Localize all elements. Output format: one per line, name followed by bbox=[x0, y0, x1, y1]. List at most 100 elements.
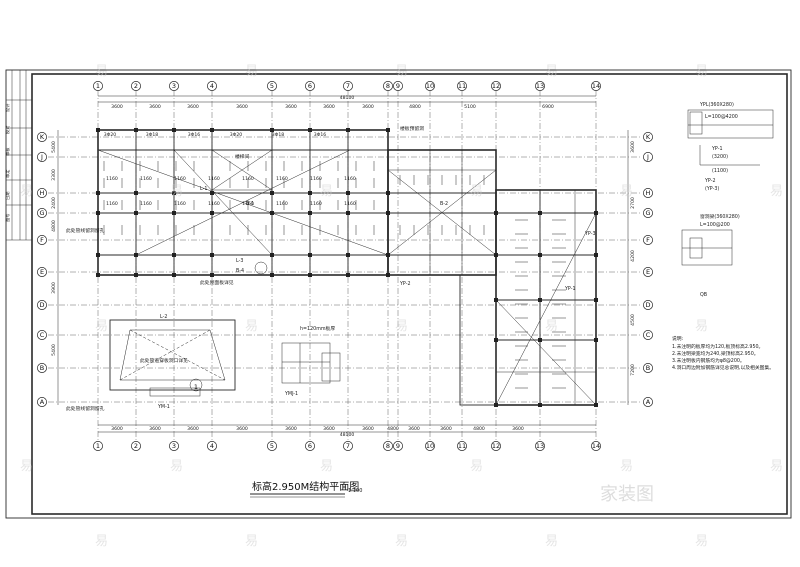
axis-grid bbox=[48, 90, 640, 440]
dim-left: 3900 bbox=[51, 282, 57, 294]
watermark-glyph: 易 bbox=[95, 64, 108, 79]
notes-item-1: 1.未注明的板厚均为120,板顶标高2.950。 bbox=[672, 343, 763, 350]
watermark-glyph: 易 bbox=[395, 64, 408, 79]
watermark-glyph: 易 bbox=[320, 184, 333, 199]
column-mark bbox=[594, 338, 598, 342]
column-mark bbox=[172, 191, 176, 195]
rebar-dim: 1160 bbox=[310, 176, 322, 182]
axis-bubble-col bbox=[169, 81, 179, 91]
axis-bubble-row-label: K bbox=[646, 133, 651, 141]
column-mark bbox=[386, 211, 390, 215]
column-mark bbox=[134, 191, 138, 195]
dim-left: 5400 bbox=[51, 141, 57, 153]
axis-bubble-col-label: 3 bbox=[172, 442, 176, 450]
column-mark bbox=[134, 253, 138, 257]
watermark-glyph: 易 bbox=[695, 319, 708, 334]
axis-bubble-row-label: B bbox=[40, 364, 44, 372]
dim-left: 4800 bbox=[51, 220, 57, 232]
rebar-dim: 1160 bbox=[344, 201, 356, 207]
column-mark bbox=[346, 128, 350, 132]
thickness-note: h=120mm板厚 bbox=[300, 325, 335, 332]
axis-bubble-col bbox=[393, 441, 403, 451]
axis-bubble-col bbox=[535, 441, 545, 451]
beam-tag: 3Φ18 bbox=[272, 132, 284, 138]
axis-bubble-row-label: A bbox=[646, 398, 651, 406]
axis-bubble-col bbox=[425, 81, 435, 91]
dim-right: 4200 bbox=[630, 250, 636, 262]
column-mark bbox=[538, 403, 542, 407]
axis-bubble-row-label: D bbox=[39, 301, 44, 309]
column-mark bbox=[210, 191, 214, 195]
column-mark bbox=[96, 128, 100, 132]
drawing-title-group: 标高2.950M结构平面图 1:100 48100 48100 bbox=[250, 95, 362, 498]
notes-header: 说明: bbox=[672, 335, 684, 342]
column-mark bbox=[308, 253, 312, 257]
axis-bubble-row-label: D bbox=[645, 301, 650, 309]
axis-bubble-col-label: 6 bbox=[308, 82, 312, 90]
detail3-title: 窗洞梁(360X280) bbox=[700, 213, 740, 220]
title-block-row: 日期 bbox=[5, 192, 11, 200]
beam-l2-label: L-2 bbox=[160, 314, 167, 320]
axis-bubble-col bbox=[491, 441, 501, 451]
dim-top: 3600 bbox=[323, 104, 335, 110]
watermark-brand: 家装图 bbox=[600, 484, 654, 505]
axis-bubble-row-label: A bbox=[40, 398, 45, 406]
axis-bubble-col-label: 10 bbox=[426, 442, 434, 450]
axis-bubble-row-label: G bbox=[645, 209, 650, 217]
beam-l3-label: L-3 bbox=[236, 258, 243, 264]
axis-bubble-col-label: 4 bbox=[210, 82, 214, 90]
column-mark bbox=[270, 253, 274, 257]
axis-bubble-col-label: 7 bbox=[346, 442, 350, 450]
column-mark bbox=[270, 273, 274, 277]
axis-bubble-col bbox=[383, 81, 393, 91]
axis-bubble-col bbox=[343, 441, 353, 451]
axis-bubble-row bbox=[37, 363, 47, 373]
dim-top: 3600 bbox=[236, 104, 248, 110]
watermark-glyph: 易 bbox=[620, 459, 633, 474]
section-note-1: 此处管线留洞留孔 bbox=[66, 227, 105, 234]
axis-bubble-col bbox=[491, 81, 501, 91]
rebar-dim: 1160 bbox=[140, 176, 152, 182]
dim-bottom: 3600 bbox=[285, 426, 297, 432]
rebar-dim: 1160 bbox=[174, 201, 186, 207]
column-mark bbox=[538, 298, 542, 302]
dim-top: 3600 bbox=[149, 104, 161, 110]
axis-bubble-col-label: 2 bbox=[134, 82, 138, 90]
slab-b1-label: B-1 bbox=[246, 201, 254, 207]
axis-bubble-row-label: F bbox=[646, 236, 650, 244]
axis-bubble-col bbox=[591, 441, 601, 451]
dim-left: 5400 bbox=[51, 344, 57, 356]
axis-bubble-row-label: B bbox=[646, 364, 650, 372]
axis-bubble-col bbox=[131, 81, 141, 91]
beam-tag: 3Φ16 bbox=[314, 132, 326, 138]
rebar-dim: 1160 bbox=[140, 201, 152, 207]
axis-bubble-col-label: 14 bbox=[592, 82, 600, 90]
rebar-dim: 1160 bbox=[208, 176, 220, 182]
notes-item-4: 4.洞口周边附加钢筋详见总说明,以及相关图集。 bbox=[672, 364, 774, 371]
watermark-glyph: 易 bbox=[470, 459, 483, 474]
ym1-label: YM-1 bbox=[157, 404, 170, 410]
rebar-dim: 1160 bbox=[174, 176, 186, 182]
drawing-title: 标高2.950M结构平面图 bbox=[252, 480, 359, 493]
column-mark bbox=[386, 128, 390, 132]
axis-bubble-row bbox=[643, 208, 653, 218]
beam-tag: 3Φ20 bbox=[230, 132, 242, 138]
axis-bubble-col-label: 14 bbox=[592, 442, 600, 450]
watermark-glyph: 易 bbox=[20, 459, 33, 474]
slab-b2-label: B-2 bbox=[440, 201, 448, 207]
column-mark bbox=[494, 338, 498, 342]
roof-note: 此处屋面板详见 bbox=[200, 279, 234, 286]
detail1-sub: L=100@4200 bbox=[705, 114, 738, 120]
column-mark bbox=[538, 338, 542, 342]
notes-item-3: 3.未注明板内钢筋均为φ8@200。 bbox=[672, 357, 745, 364]
watermark-glyph: 易 bbox=[320, 459, 333, 474]
rebar-dim: 1160 bbox=[242, 176, 254, 182]
column-mark bbox=[538, 253, 542, 257]
dim-bottom: 3600 bbox=[323, 426, 335, 432]
watermark-glyph: 易 bbox=[620, 184, 633, 199]
title-block-row: 图号 bbox=[5, 214, 11, 222]
dim-bottom: 3600 bbox=[187, 426, 199, 432]
column-mark bbox=[346, 253, 350, 257]
